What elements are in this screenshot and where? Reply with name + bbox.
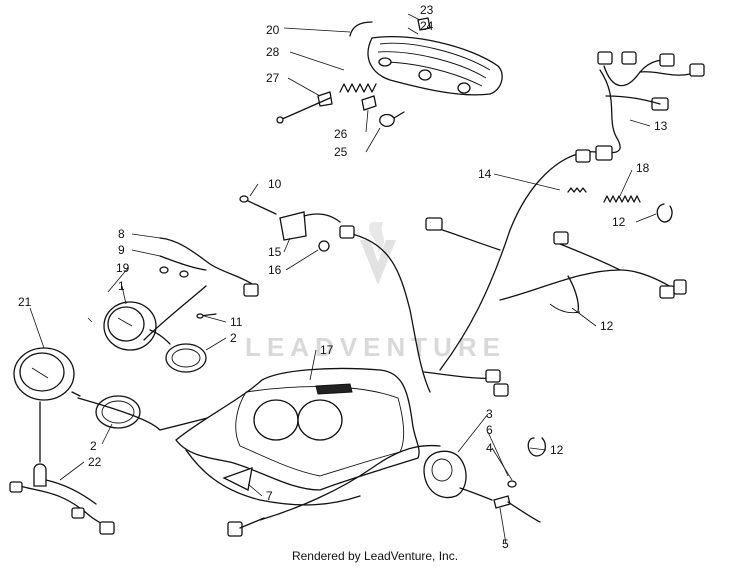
wiring-harness (351, 51, 705, 397)
headlight-assembly (276, 17, 503, 128)
callout-14: 14 (478, 167, 492, 181)
small-gauge-assembly (103, 237, 259, 373)
callout-leaders (29, 13, 657, 545)
callout-6: 6 (486, 423, 493, 437)
callout-3: 3 (486, 407, 493, 421)
callout-11: 11 (230, 315, 243, 329)
callout-22: 22 (88, 455, 102, 469)
spring-parts (567, 187, 673, 223)
callout-28: 28 (266, 45, 280, 59)
callout-25: 25 (334, 145, 348, 159)
callout-23: 23 (420, 3, 434, 17)
callout-5: 5 (502, 537, 509, 551)
callout-20: 20 (266, 23, 280, 37)
footer-credit: Rendered by LeadVenture, Inc. (291, 549, 459, 563)
callout-13: 13 (654, 119, 668, 133)
callout-7: 7 (266, 489, 273, 503)
watermark-text: LEADVENTURE (245, 332, 506, 362)
callout-27: 27 (266, 71, 280, 85)
callout-26: 26 (334, 127, 348, 141)
bracket-assembly (239, 195, 355, 252)
callout-12-top: 12 (612, 215, 626, 229)
callout-18: 18 (636, 161, 650, 175)
callout-8: 8 (118, 227, 125, 241)
callout-19: 19 (116, 261, 130, 275)
callout-1: 1 (118, 279, 125, 293)
callout-10: 10 (268, 177, 282, 191)
callout-21: 21 (18, 295, 32, 309)
callout-24: 24 (420, 19, 434, 33)
leadventure-logo-watermark: LEADVENTURE (245, 222, 506, 362)
callout-12-middle: 12 (600, 319, 614, 333)
callout-4: 4 (486, 441, 493, 455)
callout-15: 15 (268, 245, 282, 259)
callout-2-lower: 2 (90, 439, 97, 453)
callout-16: 16 (268, 263, 282, 277)
callout-numbers: 20 23 24 28 27 26 25 13 14 18 12 10 15 1… (18, 3, 668, 551)
switch-assembly (423, 437, 547, 523)
callout-2-upper: 2 (230, 331, 237, 345)
callout-17: 17 (320, 343, 334, 357)
dash-panel (175, 367, 441, 537)
callout-9: 9 (118, 243, 125, 257)
callout-12-bottom: 12 (550, 443, 564, 457)
